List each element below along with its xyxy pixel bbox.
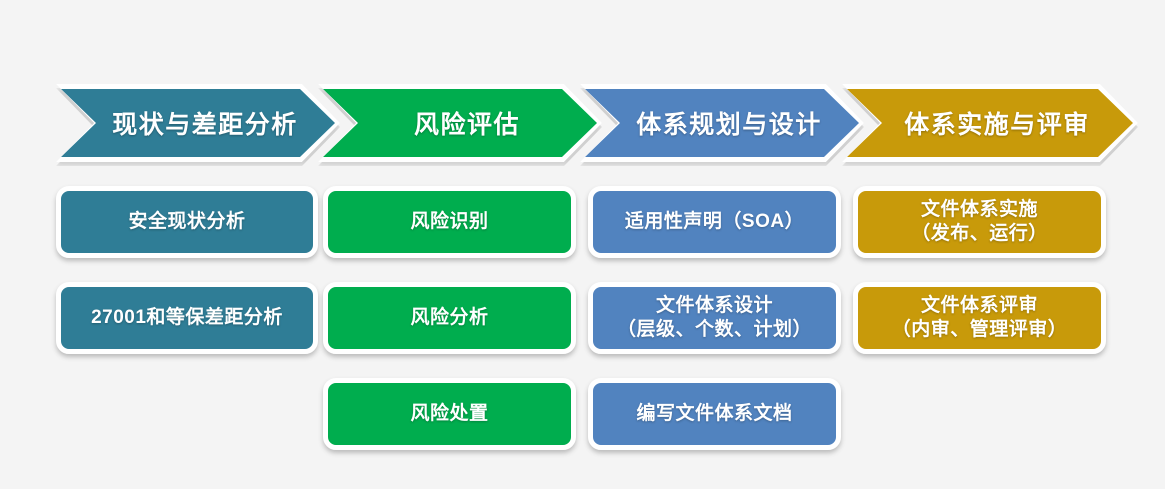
task-card-2-1[interactable]: 风险识别 <box>323 186 576 258</box>
phase-chevron-fill-2 <box>323 89 597 157</box>
task-card-label: 风险识别 <box>410 210 489 232</box>
phase-label-4: 体系实施与评审 <box>904 111 1090 139</box>
task-card-label: 风险处置 <box>410 402 489 424</box>
task-card-2-2[interactable]: 风险分析 <box>323 282 576 354</box>
task-card-label: 文件体系实施 （发布、运行） <box>911 198 1048 244</box>
task-card-3-3[interactable]: 编写文件体系文档 <box>588 378 841 450</box>
task-card-4-1[interactable]: 文件体系实施 （发布、运行） <box>853 186 1106 258</box>
phase-label-1: 现状与差距分析 <box>112 111 298 139</box>
phase-label-2: 风险评估 <box>413 111 520 139</box>
phase-chevron-3[interactable]: 体系规划与设计 <box>580 84 864 162</box>
phase-chevron-fill-3 <box>585 89 859 157</box>
task-card-label: 文件体系设计 （层级、个数、计划） <box>616 294 812 340</box>
task-card-4-2[interactable]: 文件体系评审 （内审、管理评审） <box>853 282 1106 354</box>
task-card-label: 文件体系评审 （内审、管理评审） <box>891 294 1068 340</box>
phase-chevron-fill-1 <box>61 89 335 157</box>
phase-chevron-fill-4 <box>847 89 1133 157</box>
task-card-3-2[interactable]: 文件体系设计 （层级、个数、计划） <box>588 282 841 354</box>
phase-chevron-band: 现状与差距分析 风险评估 体系规划与设计 体系实施与评审 <box>0 84 1165 162</box>
phase-chevron-4[interactable]: 体系实施与评审 <box>842 84 1138 162</box>
task-card-label: 适用性声明（SOA） <box>624 210 805 232</box>
task-card-2-3[interactable]: 风险处置 <box>323 378 576 450</box>
phase-chevron-1[interactable]: 现状与差距分析 <box>56 84 340 162</box>
task-card-3-1[interactable]: 适用性声明（SOA） <box>588 186 841 258</box>
task-card-label: 编写文件体系文档 <box>636 402 793 424</box>
task-card-label: 风险分析 <box>410 306 489 328</box>
phase-chevron-2[interactable]: 风险评估 <box>318 84 602 162</box>
task-card-label: 安全现状分析 <box>128 210 246 232</box>
task-card-1-1[interactable]: 安全现状分析 <box>56 186 318 258</box>
task-card-label: 27001和等保差距分析 <box>91 306 283 328</box>
phase-label-3: 体系规划与设计 <box>636 111 822 139</box>
task-card-1-2[interactable]: 27001和等保差距分析 <box>56 282 318 354</box>
